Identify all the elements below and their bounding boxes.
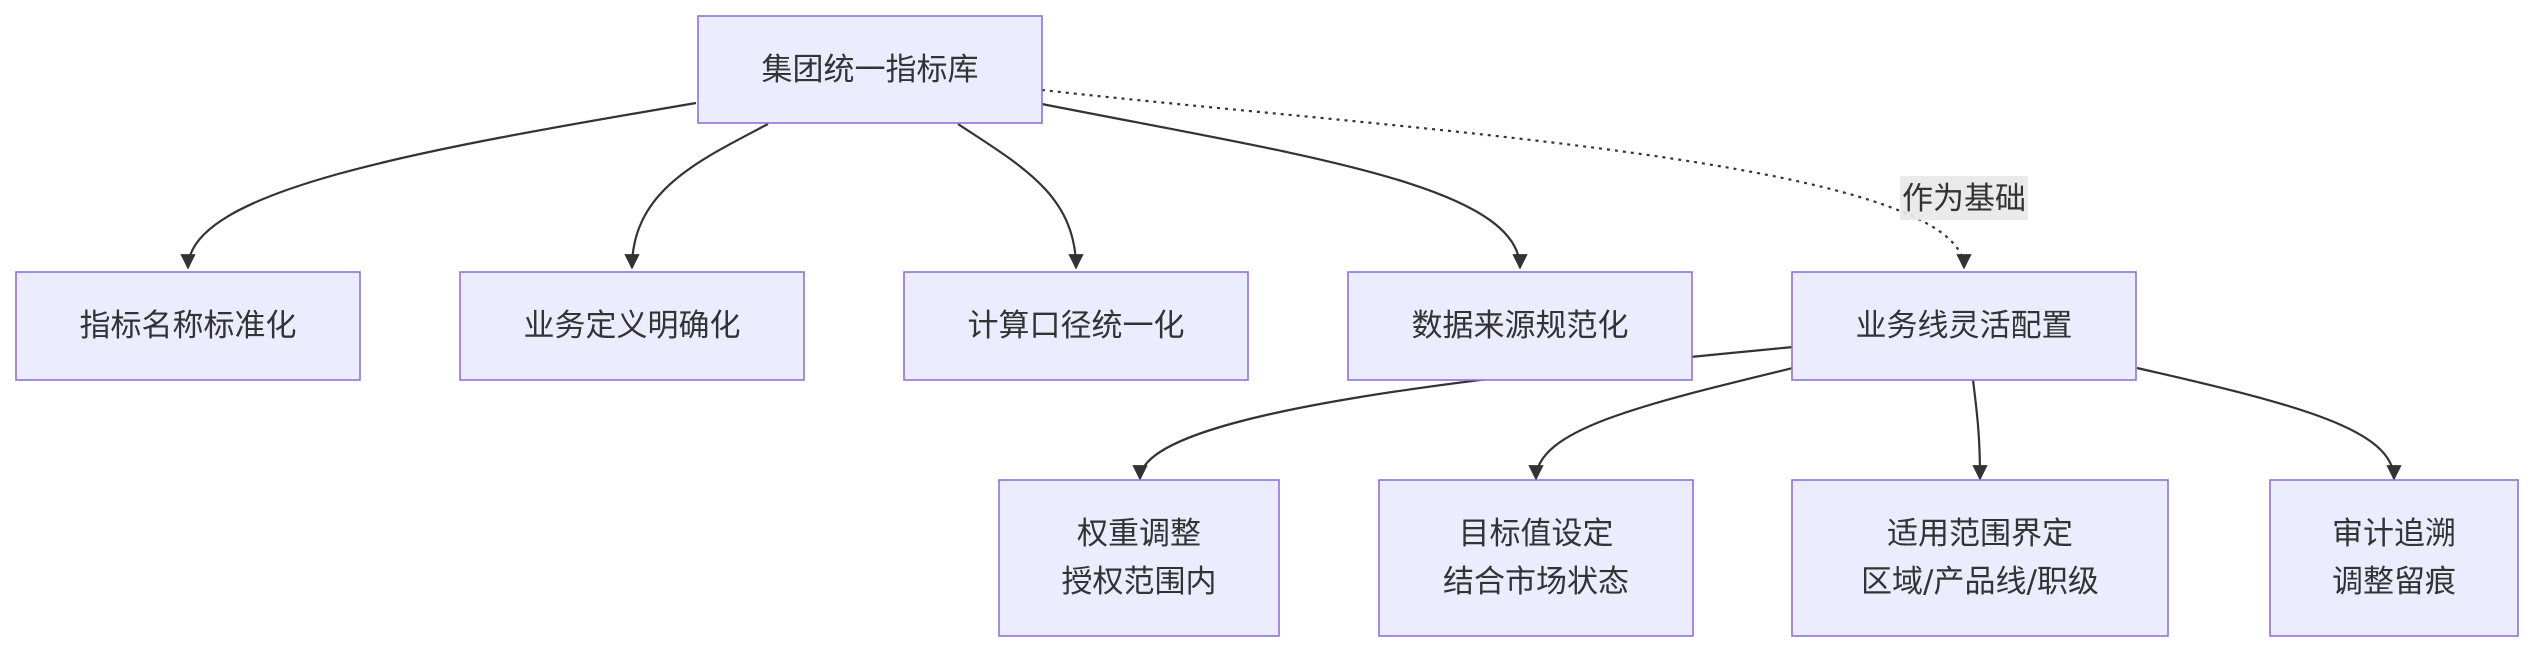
node-audit-box	[2269, 479, 2519, 637]
node-weight-text-line1: 权重调整	[1077, 516, 1201, 552]
node-bizline-box	[1791, 271, 2137, 381]
edge-label-background	[1900, 176, 2028, 220]
node-bizline[interactable]: 业务线灵活配置	[1791, 271, 2137, 381]
edge-bizline-to-target	[1528, 366, 1794, 481]
node-weight-box	[998, 479, 1280, 637]
node-data-src-text: 数据来源规范化	[1412, 308, 1629, 344]
node-scope-box	[1791, 479, 2169, 637]
edge-root-to-calc	[957, 123, 1084, 270]
node-audit-text-line2: 调整留痕	[2332, 564, 2456, 600]
node-biz-def-box	[459, 271, 805, 381]
node-weight[interactable]: 权重调整 授权范围内	[998, 479, 1280, 637]
node-target-text-line2: 结合市场状态	[1443, 564, 1629, 600]
node-audit[interactable]: 审计追溯 调整留痕	[2269, 479, 2519, 637]
edge-label-text: 作为基础	[1902, 181, 2026, 217]
node-weight-text-line2: 授权范围内	[1062, 564, 1217, 600]
node-data-src[interactable]: 数据来源规范化	[1347, 271, 1693, 381]
node-name-std-text: 指标名称标准化	[80, 308, 297, 344]
edge-bizline-to-scope	[1971, 379, 1988, 481]
node-biz-def-text: 业务定义明确化	[524, 308, 741, 344]
node-name-std-box	[15, 271, 361, 381]
node-audit-text-line1: 审计追溯	[2332, 516, 2456, 552]
node-bizline-text: 业务线灵活配置	[1856, 308, 2073, 344]
edge-root-to-bizline	[1041, 88, 1972, 270]
node-calc[interactable]: 计算口径统一化	[903, 271, 1249, 381]
edge-root-to-biz-def	[624, 123, 769, 270]
edge-bizline-to-audit	[2136, 366, 2402, 481]
node-root[interactable]: 集团统一指标库	[697, 15, 1043, 124]
node-scope-text-line2: 区域/产品线/职级	[1861, 564, 2099, 600]
node-target-text-line1: 目标值设定	[1459, 516, 1614, 552]
node-data-src-box	[1347, 271, 1693, 381]
edge-root-to-data-src	[1041, 102, 1528, 270]
node-root-box	[697, 15, 1043, 124]
node-target-box	[1378, 479, 1694, 637]
node-target[interactable]: 目标值设定 结合市场状态	[1378, 479, 1694, 637]
node-calc-box	[903, 271, 1249, 381]
node-root-text: 集团统一指标库	[762, 52, 979, 88]
node-scope[interactable]: 适用范围界定 区域/产品线/职级	[1791, 479, 2169, 637]
node-name-std[interactable]: 指标名称标准化	[15, 271, 361, 381]
node-biz-def[interactable]: 业务定义明确化	[459, 271, 805, 381]
edge-root-to-name-std	[180, 101, 697, 270]
node-scope-text-line1: 适用范围界定	[1887, 516, 2073, 552]
node-calc-text: 计算口径统一化	[968, 308, 1185, 344]
edge-label-root-bizline: 作为基础	[1900, 176, 2028, 220]
